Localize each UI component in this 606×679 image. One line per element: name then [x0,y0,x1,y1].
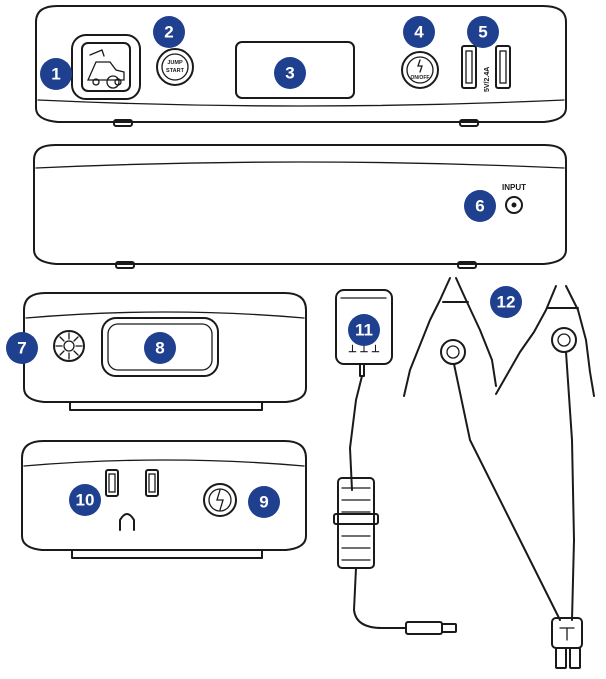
usb-rating-label: 5V/2.4A [484,67,491,92]
input-port: INPUT [502,183,526,214]
bolt-icon [203,483,237,517]
svg-text:2: 2 [164,23,173,42]
callout-2: 2 [153,16,185,48]
callout-5: 5 [467,16,499,48]
plug-icon [105,469,159,531]
charger-view: ⊥ ⊥ ⊥ [333,289,457,635]
svg-text:6: 6 [475,197,484,216]
callout-7: 7 [6,332,38,364]
flashlight-icon [101,317,219,377]
start-label: START [166,68,185,74]
callout-4: 4 [403,16,435,48]
jump-label: JUMP [167,60,183,66]
fan-icon [53,330,85,362]
power-icon: ON/OFF [401,51,439,89]
svg-text:8: 8 [155,339,164,358]
lcd-display [235,41,355,99]
clamps-view [403,277,595,669]
svg-text:4: 4 [414,23,424,42]
callout-12: 12 [490,286,522,318]
svg-text:⊥ ⊥ ⊥: ⊥ ⊥ ⊥ [348,344,380,355]
jump-start-button: JUMP START [156,48,194,86]
side-outlet-view [21,439,307,559]
on-off-label: ON/OFF [411,75,430,81]
callout-8: 8 [144,332,176,364]
callout-1: 1 [40,58,72,90]
callout-11: 11 [348,314,380,346]
svg-text:11: 11 [355,321,373,340]
svg-text:10: 10 [76,491,95,510]
callout-10: 10 [69,484,101,516]
callout-6: 6 [464,190,496,222]
callout-3: 3 [274,57,306,89]
usb-ports: 5V/2.4A [461,45,511,92]
svg-text:5: 5 [478,23,487,42]
svg-text:12: 12 [497,293,516,312]
svg-text:7: 7 [17,339,26,358]
svg-text:9: 9 [259,493,268,512]
callout-9: 9 [248,486,280,518]
svg-text:1: 1 [51,65,60,84]
cable-wrap [333,477,379,569]
svg-text:3: 3 [285,64,294,83]
back-panel-view: INPUT [33,143,567,269]
car-battery-icon [71,34,141,100]
input-label: INPUT [502,183,526,192]
